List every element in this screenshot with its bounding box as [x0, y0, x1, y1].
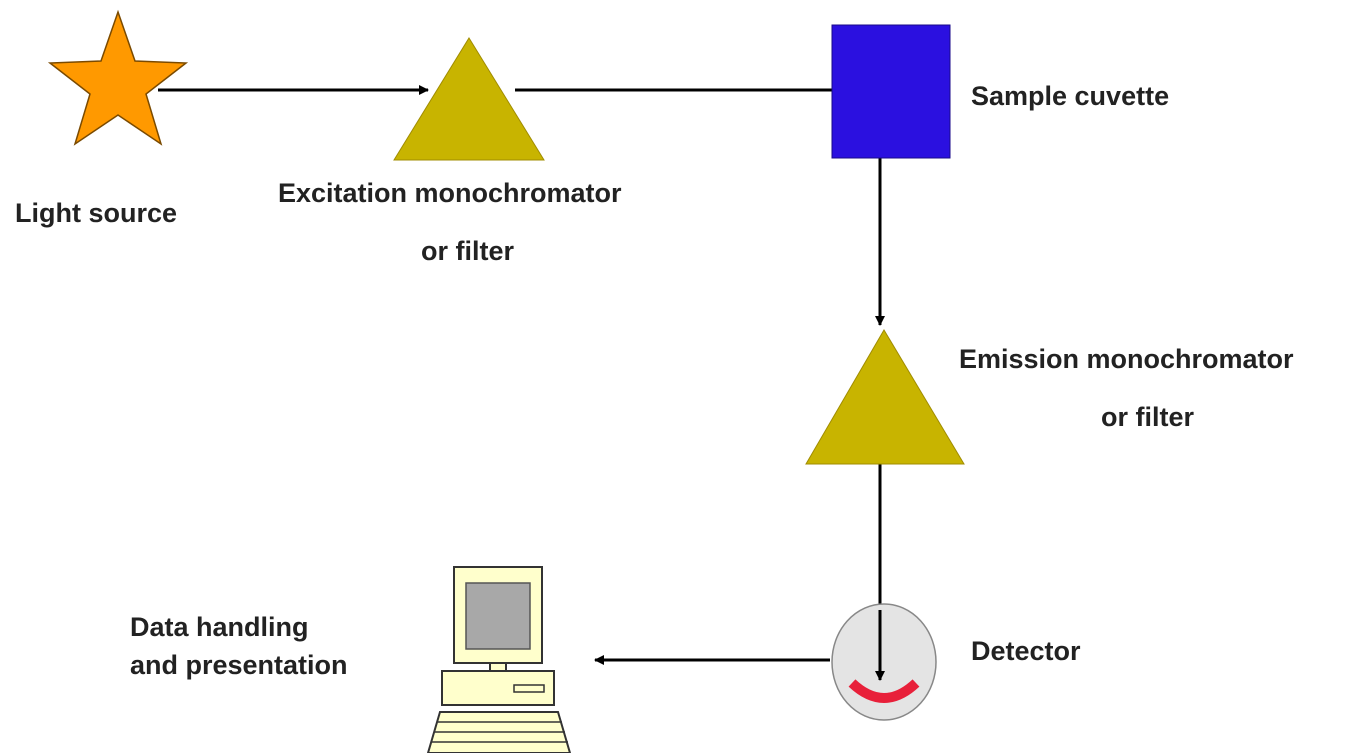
cuvette-icon [831, 24, 951, 159]
emission-monochromator-label: Emission monochromator [959, 344, 1294, 374]
light-source-label: Light source [15, 198, 178, 228]
detector-label: Detector [971, 636, 1081, 666]
emission-filter-label: or filter [1101, 402, 1195, 432]
data-handling-label: Data handling [130, 612, 309, 642]
sample-cuvette-label: Sample cuvette [971, 81, 1170, 111]
presentation-label: and presentation [130, 650, 348, 680]
star-icon [47, 9, 189, 146]
prism-icon [805, 329, 965, 465]
computer-icon [426, 566, 572, 753]
excitation-filter-label: or filter [421, 236, 515, 266]
prism-icon [393, 37, 545, 161]
detector-icon [831, 603, 937, 721]
excitation-monochromator-label: Excitation monochromator [278, 178, 622, 208]
